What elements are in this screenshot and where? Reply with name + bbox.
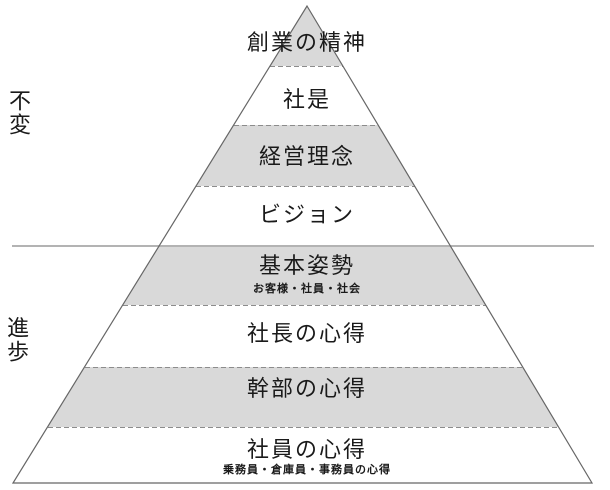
- layer-label-company-motto: 社是: [282, 88, 332, 113]
- side-label-unchanging: 不変: [5, 89, 30, 137]
- layer-label-vision: ビジョン: [258, 203, 356, 228]
- layer-sublabel-basic-attitude: お客様・社員・社会: [253, 282, 361, 295]
- pyramid-outline: [11, 4, 594, 484]
- band-shade-basic-attitude: [123, 246, 486, 305]
- layer-label-employee-precepts: 社員の心得: [246, 438, 368, 463]
- layer-sublabel-employee-precepts: 乗務員・倉庫員・事務員の心得: [223, 463, 391, 476]
- side-label-progress: 進歩: [3, 316, 28, 364]
- layer-label-president-precepts: 社長の心得: [246, 322, 368, 347]
- band-shade-executive-precepts: [48, 367, 559, 427]
- layer-label-executive-precepts: 幹部の心得: [246, 377, 368, 402]
- band-shade-management-philosophy: [196, 125, 415, 186]
- layer-label-founding-spirit: 創業の精神: [246, 31, 368, 56]
- band-shade-founding-spirit: [270, 6, 343, 66]
- layer-label-basic-attitude: 基本姿勢: [258, 254, 356, 279]
- layer-label-management-philosophy: 経営理念: [258, 145, 356, 170]
